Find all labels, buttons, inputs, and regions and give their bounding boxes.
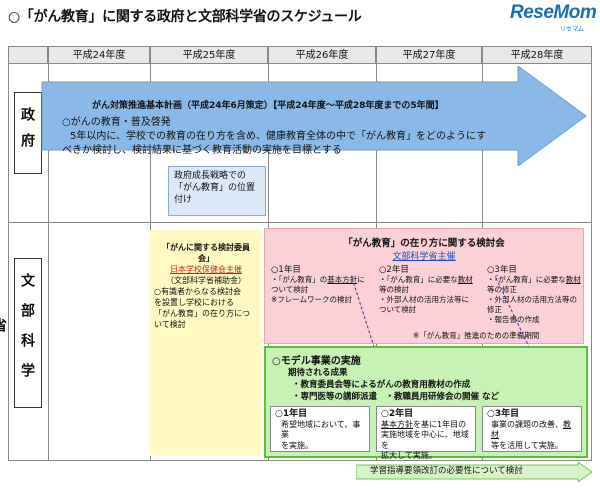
green-year-3: ○3年目 事業の課題の改善、教材 等を活用して実施。 xyxy=(482,406,582,452)
pink-y1-l1b: 基本方針 xyxy=(327,275,358,284)
green-y3-head: ○3年目 xyxy=(487,409,520,419)
green-y3-l1b: 教材 xyxy=(491,419,571,440)
pink-y3-l5: ・報告書の作成 xyxy=(487,315,540,324)
page-title: ○「がん教育」に関する政府と文部科学省のスケジュール xyxy=(8,9,362,25)
green-y1-l1: 希望地域において、事業 xyxy=(281,419,361,440)
pink-y3-l3: ・外部人材の活用方法等の xyxy=(487,295,577,304)
yellow-desc-4: いて検討 xyxy=(154,320,186,329)
pink-y1-head: ○1年目 xyxy=(271,265,301,275)
grid-line xyxy=(8,460,592,461)
pink-y1-l1c: に xyxy=(357,275,365,284)
green-y3-l1a: 事業の課題の改善、 xyxy=(491,419,563,429)
pink-y2-l1a: ・「がん教育」に必要な xyxy=(379,275,458,284)
gov-line-2: 5年以内に、学校での教育の在り方を含め、健康教育全体の中で「がん教育」をどのよう… xyxy=(70,131,487,142)
pink-note: ※「がん教育」推進のための準備期間 xyxy=(413,331,540,340)
pink-y3-l4: 修正 xyxy=(487,305,502,314)
gov-growth-strategy-box: 政府成長戦略での 「がん教育」の位置 付け xyxy=(168,166,266,216)
yellow-desc-2: を設置し学校における xyxy=(154,298,234,307)
pink-y3-head: ○3年目 xyxy=(487,265,517,275)
pink-y1-l3: ※フレームワークの検討 xyxy=(271,295,353,304)
model-project-box: ○モデル事業の実施 期待される成果 ・教育委員会等によるがんの教育用教材の作成 … xyxy=(264,346,588,460)
gov-box-line-2: 「がん教育」の位置 xyxy=(174,183,256,193)
year-header-h25: 平成25年度 xyxy=(150,46,268,64)
bottom-arrow-label: 学習指導要領改訂の必要性について検討 xyxy=(370,466,523,476)
green-y1-l2: を実施。 xyxy=(281,440,313,450)
pink-y2-l2: 等の検討 xyxy=(379,285,409,294)
gov-box-line-3: 付け xyxy=(174,195,193,205)
pink-y2-head: ○2年目 xyxy=(379,265,409,275)
pink-y3-l1b: 教材 xyxy=(565,275,581,284)
green-year-1: ○1年目 希望地域において、事業 を実施。 xyxy=(270,406,370,452)
green-y2-l1a: 基本方針 xyxy=(381,419,413,429)
green-y2-l1b: を基に1年目の xyxy=(413,419,467,429)
year-header-h26: 平成26年度 xyxy=(268,46,376,64)
pink-sponsor: 文部科学省主催 xyxy=(392,252,456,262)
grid-line xyxy=(591,64,592,460)
header-corner xyxy=(8,46,48,64)
green-expected-1: ・教育委員会等によるがんの教育用教材の作成 xyxy=(292,380,471,390)
pink-year-2: ○2年目 ・「がん教育」に必要な教材 等の検討 ・外部人材の活用方法等に ついて… xyxy=(379,265,479,315)
gov-plan-arrow xyxy=(41,66,587,166)
pink-title: 「がん教育」の在り方に関する検討会 xyxy=(343,238,505,249)
yellow-desc-1: ○有識者からなる検討会 xyxy=(154,287,241,296)
study-group-box: 「がん教育」の在り方に関する検討会 文部科学省主催 ○1年目 ・「がん教育」の基… xyxy=(264,228,584,344)
gov-box-line-1: 政府成長戦略での xyxy=(174,171,247,181)
green-y2-l2: 実施地域を中心に、地域を xyxy=(381,430,469,450)
pink-year-1: ○1年目 ・「がん教育」の基本方針に ついて検討 ※フレームワークの検討 xyxy=(271,265,365,305)
gov-arrow-title: がん対策推進基本計画（平成24年6月策定）【平成24年度〜平成28年度までの5年… xyxy=(92,101,444,111)
green-y3-l2: 等を活用して実施。 xyxy=(491,440,563,450)
green-y2-head: ○2年目 xyxy=(381,409,414,419)
green-year-2: ○2年目 基本方針を基に1年目の 実施地域を中心に、地域を 拡大して実施。 xyxy=(376,406,476,460)
green-expected-2: ・専門医等の講師派遣 ・教職員用研修会の開催 など xyxy=(292,392,499,402)
year-header-h28: 平成28年度 xyxy=(482,46,592,64)
cancer-committee-box: 「がんに関する検討委員 会」 日本学校保健会主催 （文部科学省補助金） ○有識者… xyxy=(150,230,262,456)
pink-y2-l1b: 教材 xyxy=(457,275,473,284)
yellow-desc-3: 「がん教育」の在り方につ xyxy=(154,309,250,318)
year-header-h24: 平成24年度 xyxy=(48,46,150,64)
grid-line xyxy=(48,64,49,460)
year-header-h27: 平成27年度 xyxy=(376,46,482,64)
gov-line-3: べきか検討し、検討結果に基づく教育活動の実施を目標とする xyxy=(62,145,342,156)
green-y1-head: ○1年目 xyxy=(275,409,308,419)
grid-line xyxy=(8,64,9,460)
pink-y1-l2: ついて検討 xyxy=(271,285,309,294)
resemom-logo: ReseMom xyxy=(510,2,597,23)
yellow-title-2: 会」 xyxy=(198,254,214,263)
yellow-sponsor: 日本学校保健会主催 xyxy=(170,265,242,274)
green-y2-l3: 拡大して実施。 xyxy=(381,451,437,460)
yellow-subsidy: （文部科学省補助金） xyxy=(166,276,246,285)
pink-y2-l3: ・外部人材の活用方法等に xyxy=(379,295,469,304)
gov-line-1: ○がんの教育・普及啓発 xyxy=(62,117,171,128)
yellow-title-1: 「がんに関する検討委員 xyxy=(162,243,250,252)
green-title: ○モデル事業の実施 xyxy=(272,356,361,367)
green-expected: 期待される成果 xyxy=(288,368,348,378)
curriculum-review-arrow xyxy=(356,462,593,482)
row-head-monka: 文部科学省 xyxy=(0,258,42,408)
pink-y1-l1a: ・「がん教育」の xyxy=(271,275,328,284)
resemom-logo-sub: リセマム xyxy=(560,26,585,33)
grid-line xyxy=(8,222,592,223)
pink-y3-l1a: ・「がん教育」に必要な xyxy=(487,275,566,284)
pink-y2-l4: ついて検討 xyxy=(379,305,417,314)
